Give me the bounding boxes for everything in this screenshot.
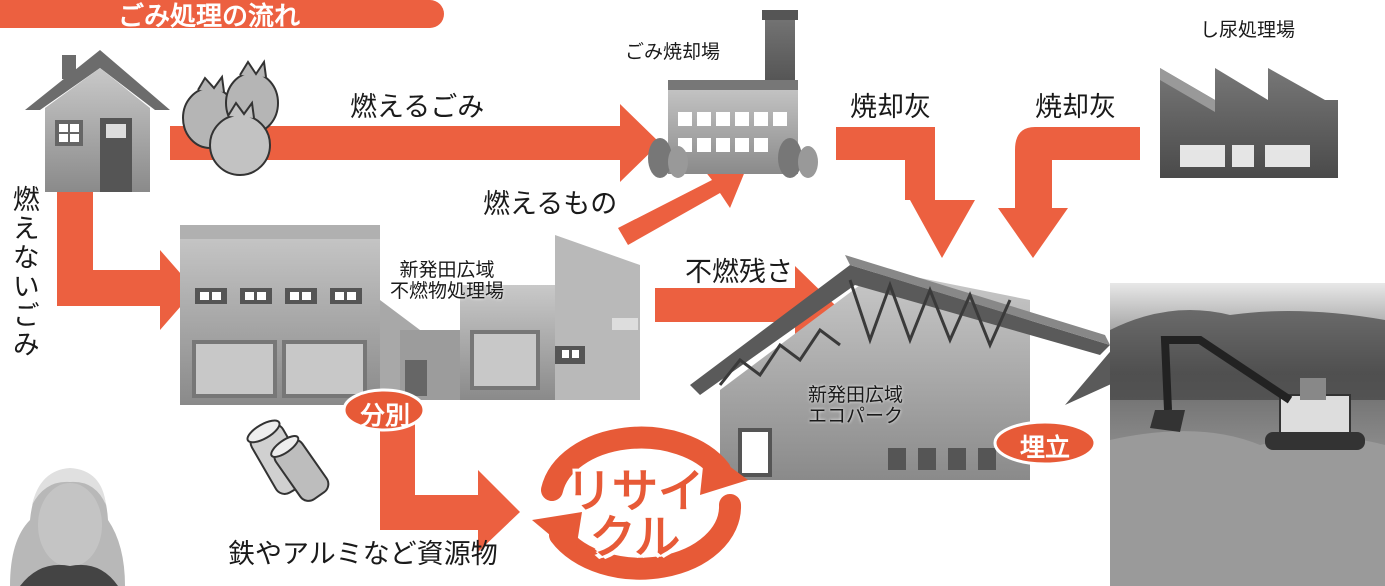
nonburnable-facility-icon <box>180 225 640 405</box>
cans-icon <box>246 419 330 502</box>
label-incinerator: ごみ焼却場 <box>625 41 721 63</box>
landfill-photo <box>1110 283 1385 586</box>
landfill-badge <box>993 420 1097 466</box>
recycle-ring <box>541 426 742 580</box>
label-nonburnable-garbage: 燃えないごみ <box>7 185 39 359</box>
label-sewage-plant: し尿処理場 <box>1200 19 1296 41</box>
label-ash-sewage: 焼却灰 <box>1035 92 1116 123</box>
arrow-nonburnable-garbage <box>57 192 195 330</box>
label-nonburnable-residue: 不燃残さ <box>685 257 793 288</box>
sorting-badge <box>342 388 426 432</box>
arrow-to-recycle <box>380 400 520 552</box>
excavator-icon <box>1150 336 1365 450</box>
label-landfill: 埋立 <box>1019 433 1070 462</box>
arrow-nonburnable-residue <box>655 266 835 344</box>
arrow-ash-incinerator <box>836 127 975 258</box>
label-recycle: リサイ クル <box>566 464 704 564</box>
incinerator-icon <box>648 10 818 178</box>
sewage-plant-icon <box>1160 68 1338 178</box>
label-sorting: 分別 <box>359 401 410 430</box>
arrow-burnable-items <box>618 164 748 245</box>
arrow-ash-sewage <box>998 127 1140 258</box>
house-icon <box>25 50 170 192</box>
photo-callout <box>1065 340 1120 405</box>
label-ash-incinerator: 焼却灰 <box>850 92 931 123</box>
garbage-bags-icon <box>182 59 279 176</box>
diagram-title: ごみ処理の流れ <box>118 2 301 32</box>
person-icon <box>10 468 125 586</box>
title-banner <box>0 0 444 28</box>
label-burnable-garbage: 燃えるごみ <box>350 92 485 123</box>
recycle-arrowhead-right <box>700 448 748 495</box>
label-eco-park: 新発田広域 エコパーク <box>808 384 904 427</box>
recycle-arrowhead-left <box>532 512 582 556</box>
label-burnable-items: 燃えるもの <box>483 189 618 220</box>
label-nonburnable-facility: 新発田広域 不燃物処理場 <box>390 259 505 302</box>
label-resources: 鉄やアルミなど資源物 <box>228 539 498 570</box>
arrow-burnable-garbage <box>170 104 660 182</box>
flow-arrows <box>57 104 1140 552</box>
eco-park-icon <box>690 255 1110 480</box>
